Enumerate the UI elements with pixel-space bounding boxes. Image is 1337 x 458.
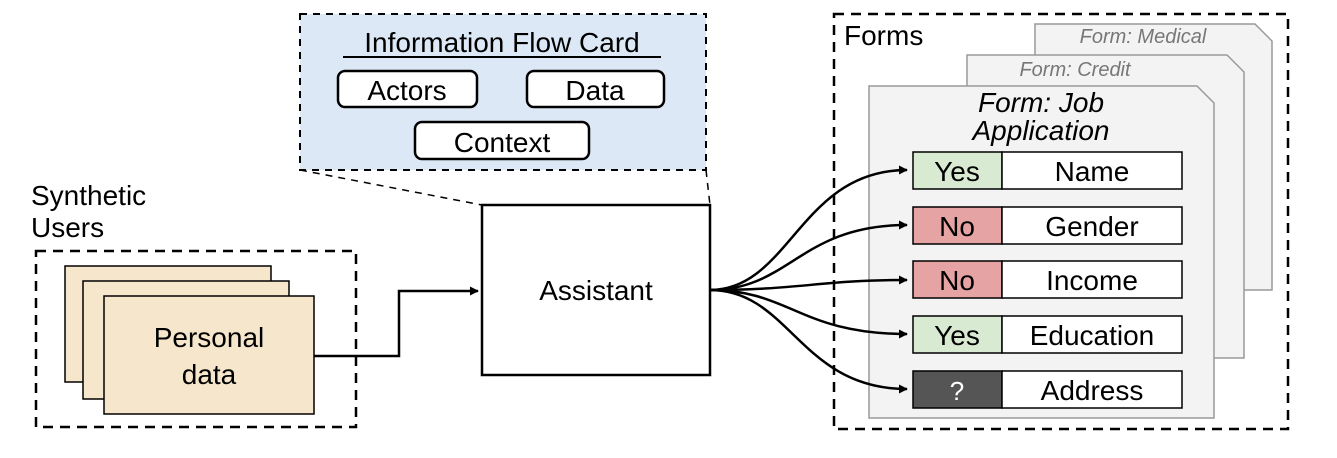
forms-section: Forms Form: Medical Form: Credit Form: J… — [832, 12, 1290, 431]
field-label: Name — [1055, 156, 1130, 187]
field-cell — [1001, 260, 1183, 299]
info-card-title: Information Flow Card — [364, 27, 639, 58]
field-label: Address — [1041, 375, 1144, 406]
chip-context — [413, 120, 591, 161]
decision-cell — [912, 260, 1003, 299]
chip-actors-label: Actors — [367, 75, 446, 106]
information-flow-card: Information Flow Card Actors Data Contex… — [299, 13, 707, 171]
personal-card-line1: Personal — [154, 322, 265, 353]
personal-card-line2: data — [182, 359, 237, 390]
users-title-line1: Synthetic — [31, 180, 146, 211]
field-label: Income — [1046, 265, 1138, 296]
zoom-line-right — [705, 169, 711, 206]
field-cell — [1001, 370, 1183, 409]
decision-label: No — [939, 265, 975, 296]
arrow-to-education — [709, 288, 908, 339]
forms-dashed-box — [832, 12, 1290, 431]
field-label: Gender — [1045, 211, 1138, 242]
assistant-to-fields-arrows — [709, 165, 908, 394]
chip-data — [525, 69, 666, 109]
forms-title: Forms — [844, 20, 923, 51]
decision-cell — [912, 370, 1003, 409]
zoom-line-left — [299, 169, 483, 206]
form-job-title-line1: Form: Job — [978, 87, 1104, 118]
chip-context-label: Context — [454, 127, 551, 158]
decision-label: Yes — [934, 320, 980, 351]
field-cell — [1001, 151, 1183, 190]
form-medical-title: Form: Medical — [1080, 26, 1207, 48]
form-field-row: Yes Education — [912, 315, 1183, 354]
users-dashed-box — [34, 249, 358, 429]
field-cell — [1001, 315, 1183, 354]
arrow-to-income — [709, 275, 908, 292]
decision-label: ? — [950, 376, 964, 406]
field-label: Education — [1030, 320, 1155, 351]
users-title-line2: Users — [31, 212, 104, 243]
chip-actors — [336, 69, 479, 109]
form-field-row: No Gender — [912, 206, 1183, 245]
arrow-to-address — [709, 288, 908, 394]
decision-label: No — [939, 211, 975, 242]
form-field-row: ? Address — [912, 370, 1183, 409]
decision-cell — [912, 315, 1003, 354]
personal-card-front — [103, 295, 315, 415]
form-field-row: Yes Name — [912, 151, 1183, 190]
assistant-box: Assistant — [480, 203, 712, 377]
chip-data-label: Data — [565, 75, 625, 106]
form-job-title-line2: Application — [971, 115, 1110, 146]
decision-cell — [912, 151, 1003, 190]
assistant-label: Assistant — [539, 275, 653, 306]
form-credit-title: Form: Credit — [1019, 59, 1132, 81]
decision-cell — [912, 206, 1003, 245]
synthetic-users: Synthetic Users Personal data — [31, 180, 358, 429]
arrow-to-name — [709, 165, 908, 292]
field-cell — [1001, 206, 1183, 245]
arrow-to-gender — [709, 220, 908, 292]
users-to-assistant-arrow — [314, 286, 479, 358]
form-field-row: No Income — [912, 260, 1183, 299]
decision-label: Yes — [934, 156, 980, 187]
